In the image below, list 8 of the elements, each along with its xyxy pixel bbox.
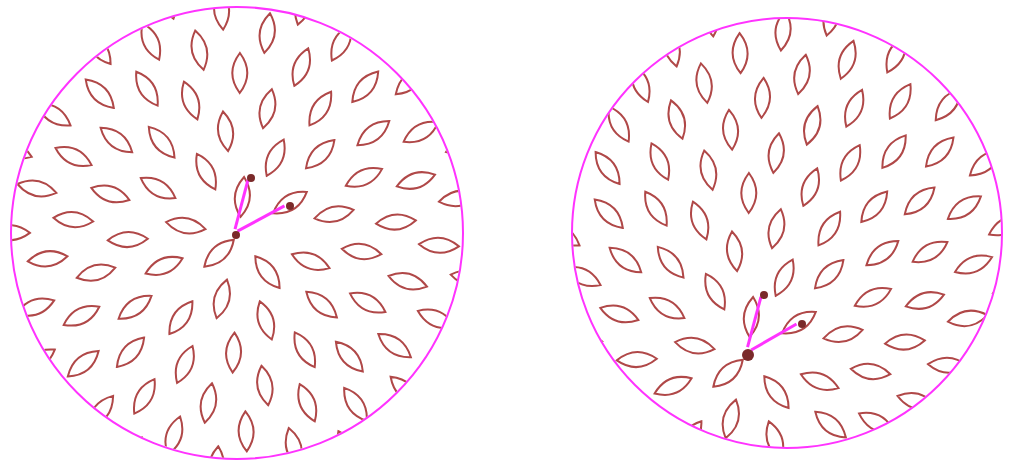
connector-line — [746, 296, 763, 348]
dot — [286, 202, 294, 210]
dot — [742, 349, 754, 361]
dot — [247, 174, 255, 182]
dot — [760, 291, 768, 299]
dot — [232, 231, 240, 239]
dot — [798, 320, 806, 328]
connector-line — [233, 179, 250, 230]
